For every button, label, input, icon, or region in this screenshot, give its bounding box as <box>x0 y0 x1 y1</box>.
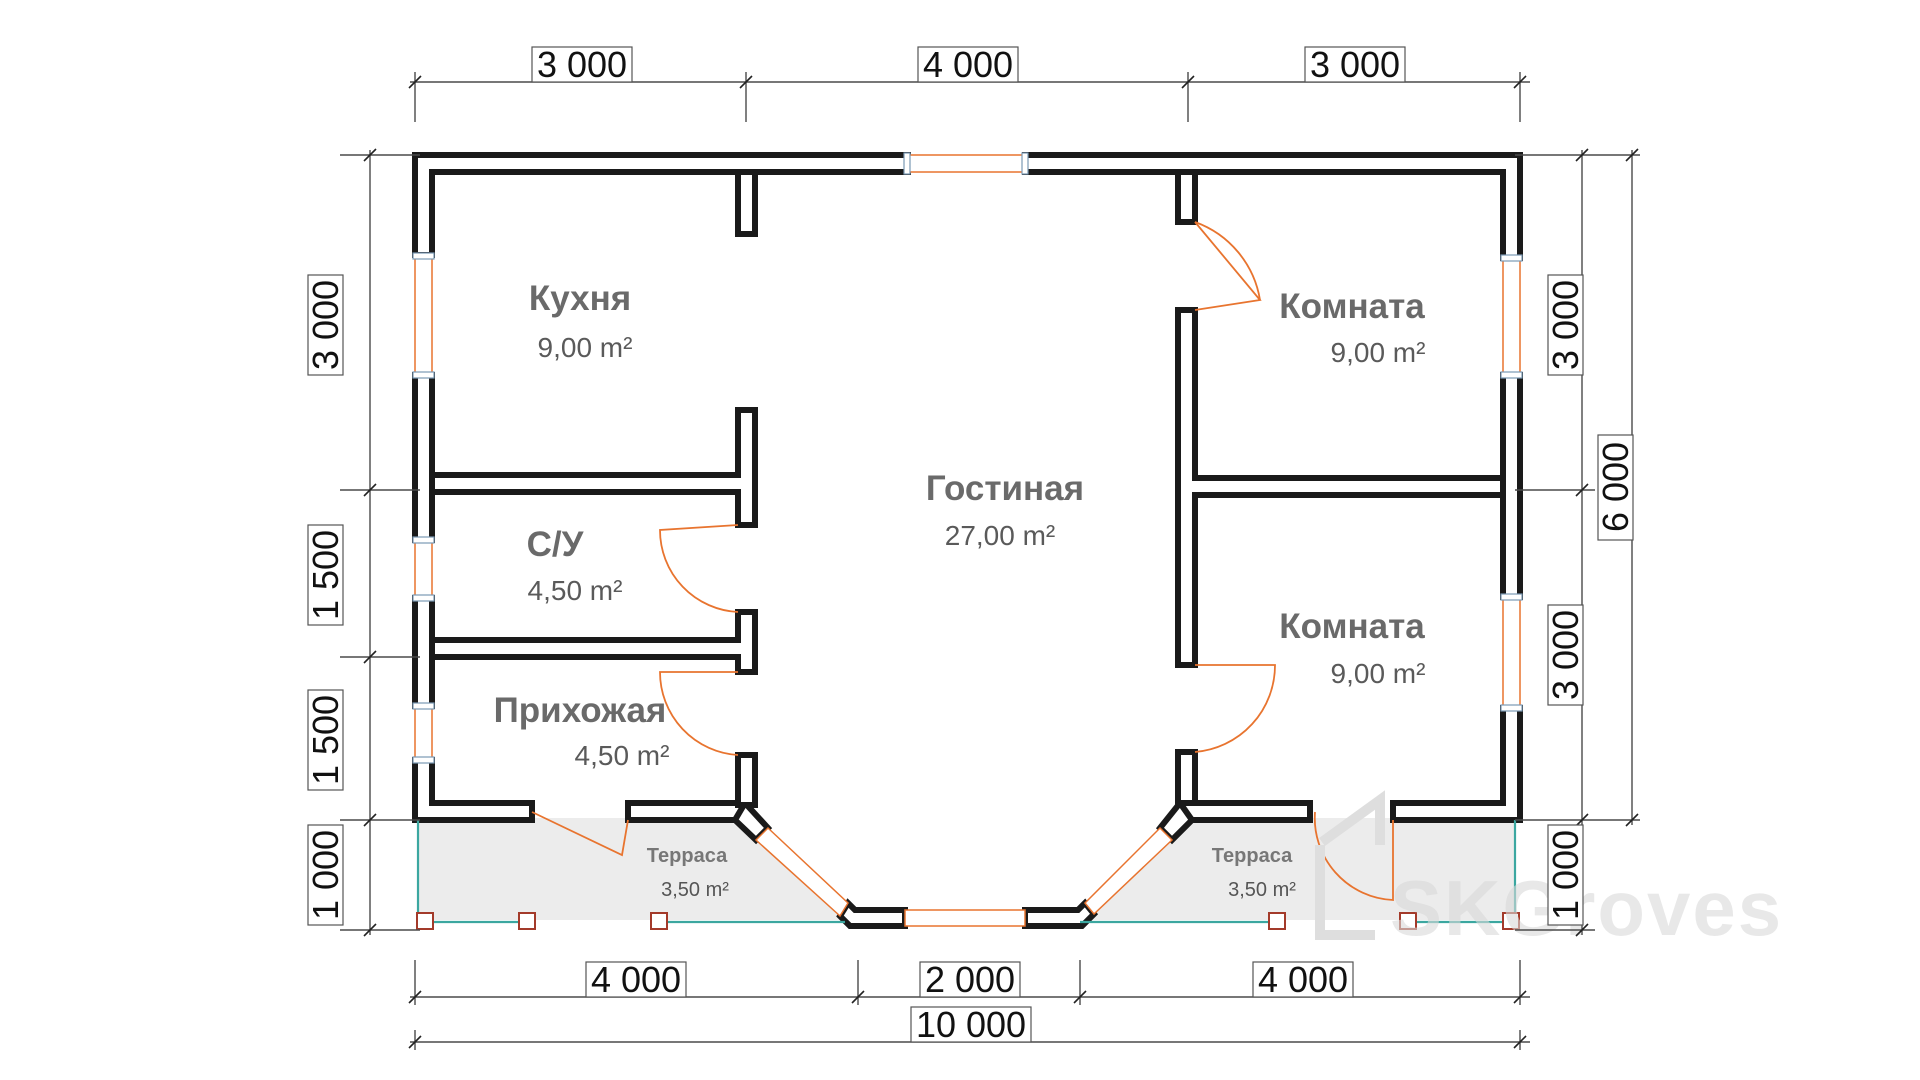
door-room1 <box>1194 221 1262 311</box>
dimension-left-4: 1 000 <box>305 830 346 920</box>
dimension-bottom-1: 4 000 <box>591 959 681 1000</box>
exterior-wall-left-mid <box>412 372 435 543</box>
room-area-terrace-right: 3,50 m² <box>1228 879 1296 901</box>
dimension-bottom-3: 4 000 <box>1258 959 1348 1000</box>
interior-wall-kitchen-bottom <box>429 407 758 528</box>
interior-wall-bathroom-bottom <box>429 609 758 675</box>
wall-bottom-left-segment <box>625 800 751 823</box>
exterior-wall-right-bottom <box>1390 705 1523 823</box>
room-name-terrace-right: Терраса <box>1212 845 1293 867</box>
window-left-hallway <box>414 705 433 761</box>
dimension-bottom-2: 2 000 <box>925 959 1015 1000</box>
dimension-bottom: 4 000 2 000 4 000 10 000 <box>408 959 1530 1050</box>
dimension-left-3: 1 500 <box>305 695 346 785</box>
watermark-text: SKGroves <box>1390 864 1783 952</box>
door-bathroom <box>659 524 739 613</box>
dimension-right-2: 3 000 <box>1545 610 1586 700</box>
dimension-right-total: 6 000 <box>1595 442 1636 532</box>
window-right-room1 <box>1502 257 1521 376</box>
window-top-living <box>907 154 1026 173</box>
interior-wall-room2-low <box>1175 749 1198 806</box>
interior-wall-room1-top <box>1175 169 1198 225</box>
door-entrance-right <box>1313 811 1394 901</box>
terrace-railings <box>416 820 1517 924</box>
terrace-posts <box>416 912 1520 930</box>
room-name-terrace-left: Терраса <box>647 845 728 867</box>
room-name-kitchen: Кухня <box>529 279 631 318</box>
room-name-bathroom: С/У <box>527 525 585 564</box>
dimension-top-1: 3 000 <box>537 44 627 85</box>
interior-wall-hallway-low <box>735 752 758 808</box>
bay-wall-bottom-left <box>836 898 908 929</box>
room-name-living: Гостиная <box>926 469 1084 508</box>
door-entrance-left <box>531 811 629 857</box>
room-area-room2: 9,00 m² <box>1331 658 1426 689</box>
terrace-left-area <box>418 818 845 920</box>
exterior-wall-left-bottom <box>412 757 535 823</box>
room-area-hallway: 4,50 m² <box>575 740 670 771</box>
door-room2 <box>1194 664 1276 753</box>
dimension-right: 3 000 3 000 1 000 6 000 <box>1515 148 1640 937</box>
exterior-wall-top-left <box>412 152 911 258</box>
window-left-kitchen <box>414 254 433 376</box>
dimension-left-2: 1 500 <box>305 530 346 620</box>
exterior-wall-top-right <box>1022 152 1523 261</box>
dimension-left: 3 000 1 500 1 500 1 000 <box>305 148 420 937</box>
room-name-hallway: Прихожая <box>494 691 667 730</box>
room-area-kitchen: 9,00 m² <box>538 332 633 363</box>
room-name-room1: Комната <box>1279 287 1425 326</box>
door-hallway <box>659 671 739 756</box>
room-area-room1: 9,00 m² <box>1331 337 1426 368</box>
windows <box>412 152 1523 927</box>
dimension-top: 3 000 4 000 3 000 <box>408 44 1530 122</box>
watermark-logo: SKGroves <box>1315 790 1783 952</box>
dimension-right-3: 1 000 <box>1545 830 1586 920</box>
room-area-bathroom: 4,50 m² <box>528 575 623 606</box>
terrace-right-area <box>1080 818 1515 920</box>
window-bay-right <box>1083 826 1174 916</box>
window-right-room2 <box>1502 596 1521 709</box>
interior-wall-kitchen-top <box>735 169 758 237</box>
room-area-living: 27,00 m² <box>945 520 1056 551</box>
dimension-bottom-total: 10 000 <box>916 1004 1026 1045</box>
room-area-terrace-left: 3,50 m² <box>661 879 729 901</box>
window-bay-bottom <box>904 909 1026 927</box>
dimension-top-2: 4 000 <box>923 44 1013 85</box>
dimension-right-1: 3 000 <box>1545 280 1586 370</box>
interior-wall-room-divider <box>1175 307 1506 668</box>
wall-bottom-right-segment <box>1177 800 1313 823</box>
dimension-top-3: 3 000 <box>1310 44 1400 85</box>
window-bay-left <box>754 826 849 918</box>
window-left-bathroom <box>414 539 433 599</box>
doors <box>531 221 1394 901</box>
dimension-left-1: 3 000 <box>305 280 346 370</box>
room-name-room2: Комната <box>1279 607 1425 646</box>
